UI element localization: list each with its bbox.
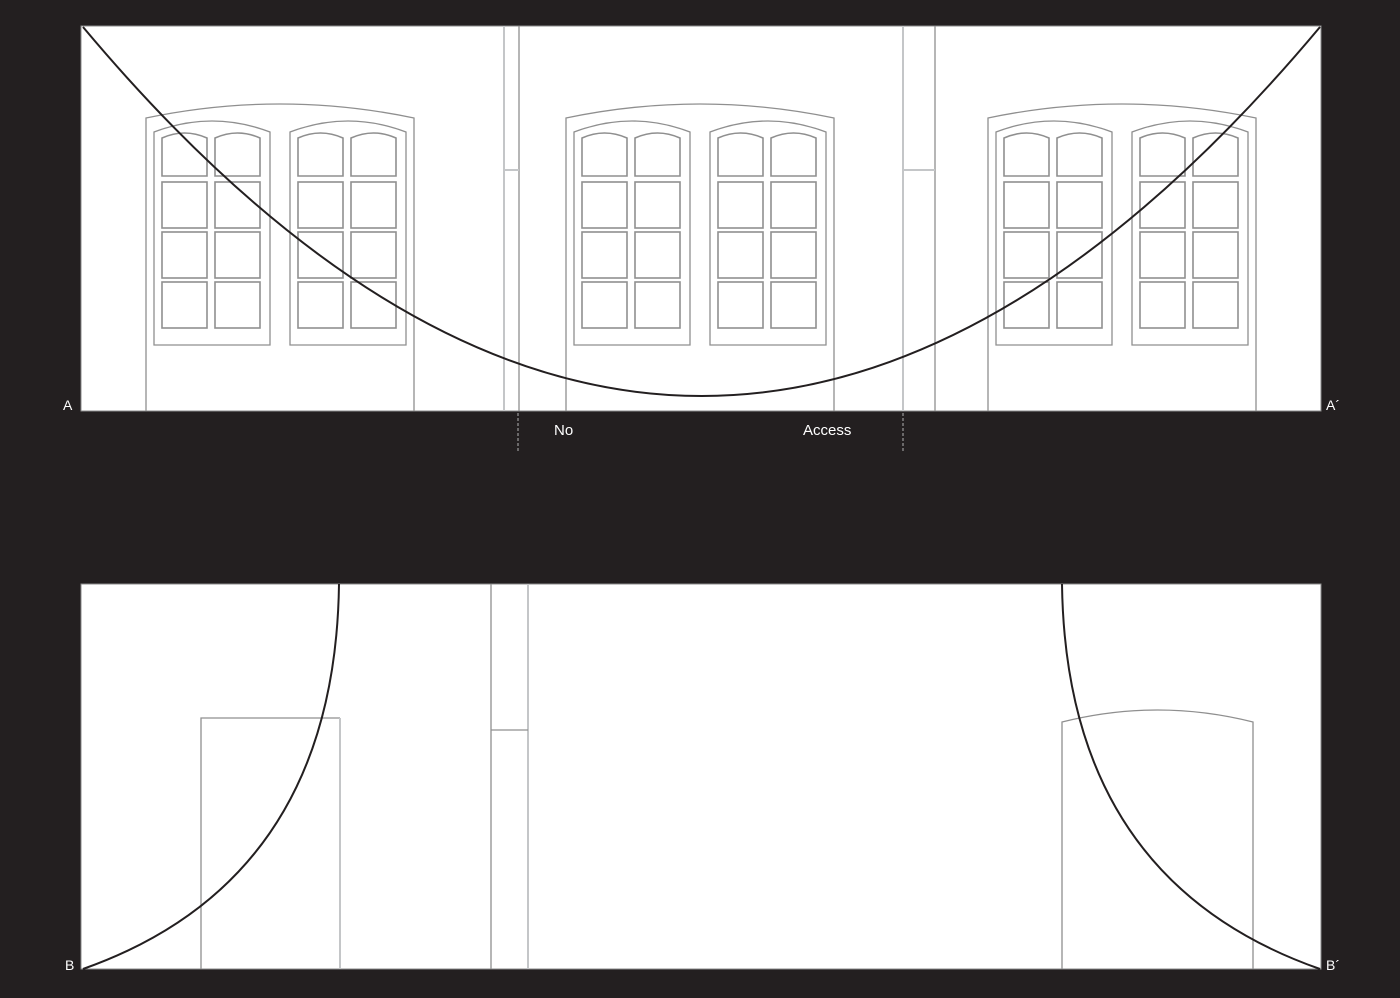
annotation-access: Access (803, 422, 852, 439)
window-pane (770, 231, 817, 279)
window-pane (634, 132, 681, 177)
window-pane (1192, 132, 1239, 177)
window-pane (1139, 132, 1186, 177)
window-pane (1056, 231, 1103, 279)
window-pane (770, 181, 817, 229)
window-group (565, 103, 835, 411)
window-sash (289, 120, 407, 346)
window-pane (161, 281, 208, 329)
window-group (145, 103, 415, 411)
window-pane (297, 181, 344, 229)
window-pane (297, 132, 344, 177)
window-sash (573, 120, 691, 346)
window-pane (1003, 181, 1050, 229)
window-pane (350, 281, 397, 329)
window-pane (770, 281, 817, 329)
window-sash (1131, 120, 1249, 346)
window-pane (1056, 281, 1103, 329)
window-pane (161, 231, 208, 279)
door-right (1061, 709, 1254, 969)
elevation-b (80, 583, 1322, 970)
window-pane (350, 231, 397, 279)
window-sash (153, 120, 271, 346)
window-pane (1139, 231, 1186, 279)
elevation-b-arc-right (1061, 583, 1321, 970)
elevation-b-arc-left (82, 583, 340, 970)
window-pane (214, 181, 261, 229)
window-pane (634, 231, 681, 279)
window-pane (1192, 281, 1239, 329)
window-surround (145, 103, 415, 411)
window-sash (709, 120, 827, 346)
window-pane (1003, 231, 1050, 279)
window-pane (1192, 231, 1239, 279)
window-pane (297, 281, 344, 329)
window-pane (581, 181, 628, 229)
window-pane (1003, 281, 1050, 329)
window-pane (581, 281, 628, 329)
elevation-a-panel (80, 25, 1322, 412)
window-surround (565, 103, 835, 411)
window-pane (1056, 132, 1103, 177)
label-a-start: A (63, 397, 73, 413)
window-pane (214, 281, 261, 329)
window-pane (717, 281, 764, 329)
label-b-start: B (65, 957, 75, 973)
window-pane (1139, 281, 1186, 329)
window-pane (214, 132, 261, 177)
window-pane (581, 231, 628, 279)
window-pane (214, 231, 261, 279)
window-pane (350, 181, 397, 229)
window-pane (770, 132, 817, 177)
window-pane (717, 231, 764, 279)
window-pane (297, 231, 344, 279)
window-pane (350, 132, 397, 177)
window-pane (717, 181, 764, 229)
label-b-end: B´ (1326, 957, 1340, 973)
window-pane (1003, 132, 1050, 177)
window-sash (995, 120, 1113, 346)
window-pane (634, 181, 681, 229)
door-left (200, 717, 340, 969)
window-pane (1192, 181, 1239, 229)
annotation-no: No (554, 422, 574, 439)
elevation-a (80, 25, 1322, 451)
window-pane (1056, 181, 1103, 229)
elevation-b-panel (80, 583, 1322, 970)
window-pane (161, 181, 208, 229)
label-a-end: A´ (1326, 397, 1340, 413)
window-pane (717, 132, 764, 177)
window-pane (161, 132, 208, 177)
elevation-a-arc (82, 26, 1321, 397)
window-surround (987, 103, 1257, 411)
window-pane (581, 132, 628, 177)
window-pane (634, 281, 681, 329)
